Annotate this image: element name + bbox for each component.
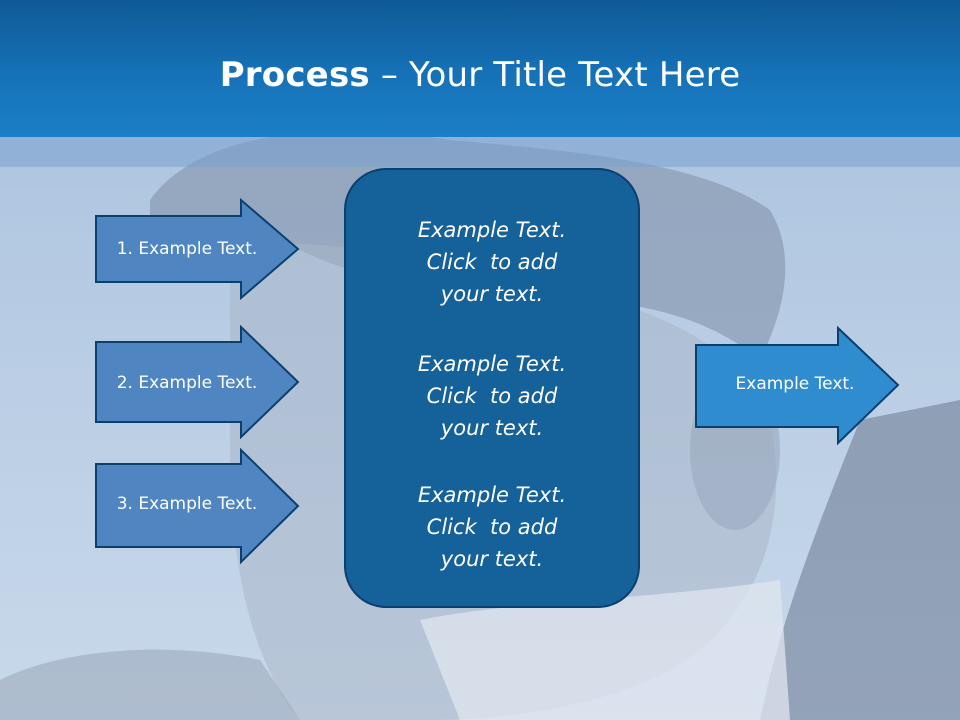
center-text-block-3[interactable]: Example Text. Click to add your text. (417, 483, 567, 571)
center-text-block-2[interactable]: Example Text. Click to add your text. (417, 352, 567, 440)
right-arrow[interactable]: Example Text. (695, 325, 900, 446)
header-band (0, 137, 960, 167)
left-arrow-label: 2. Example Text. (116, 373, 258, 393)
title-bar (0, 0, 960, 137)
left-arrow-label: 3. Example Text. (116, 494, 258, 514)
right-arrow-label: Example Text. (735, 374, 855, 394)
title-rest: – Your Title Text Here (369, 55, 741, 95)
left-arrow-1[interactable]: 1. Example Text. (95, 197, 300, 301)
center-text-block-1[interactable]: Example Text. Click to add your text. (417, 218, 567, 306)
slide-title: Process – Your Title Text Here (0, 52, 960, 98)
left-arrow-2[interactable]: 2. Example Text. (95, 324, 300, 440)
left-arrow-label: 1. Example Text. (116, 239, 258, 259)
left-arrow-3[interactable]: 3. Example Text. (95, 447, 300, 565)
title-bold: Process (219, 55, 370, 95)
center-text-box[interactable]: Example Text. Click to add your text. Ex… (344, 168, 640, 608)
